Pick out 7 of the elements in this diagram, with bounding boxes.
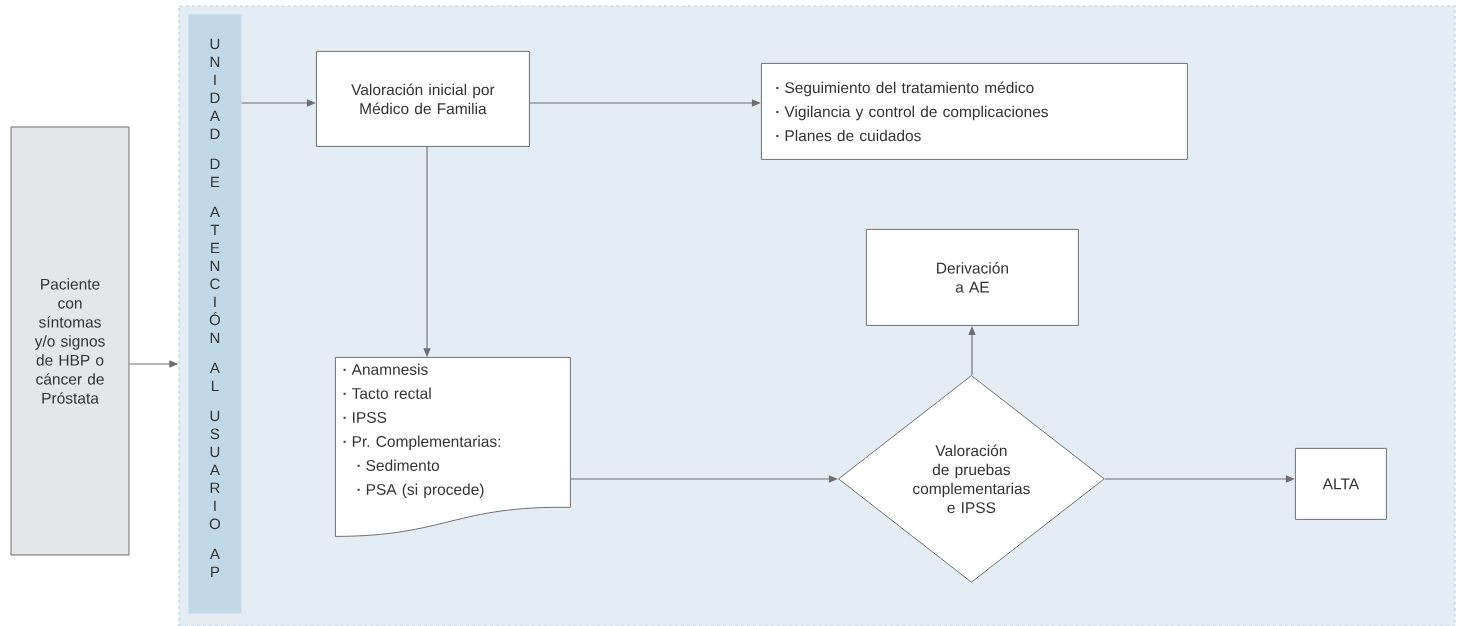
task-list-box: Seguimiento del tratamiento médico Vigilancia y control de complicaciones Planes de cuidados <box>760 62 1188 160</box>
unit-label-band: UNIDAD DE ATENCIÓN AL USUARIO AP <box>188 14 242 614</box>
process-box: Valoración inicial por Médico de Familia <box>315 50 530 147</box>
document-box: Anamnesis Tacto rectal IPSS Pr. Complementarias: Sedimento PSA (si procede) <box>334 356 571 537</box>
process-box: ALTA <box>1294 447 1387 520</box>
process-box: Derivación a AE <box>865 228 1079 326</box>
patient-box: Paciente con síntomas y/o signos de HBP o cáncer de Próstata <box>10 126 130 556</box>
